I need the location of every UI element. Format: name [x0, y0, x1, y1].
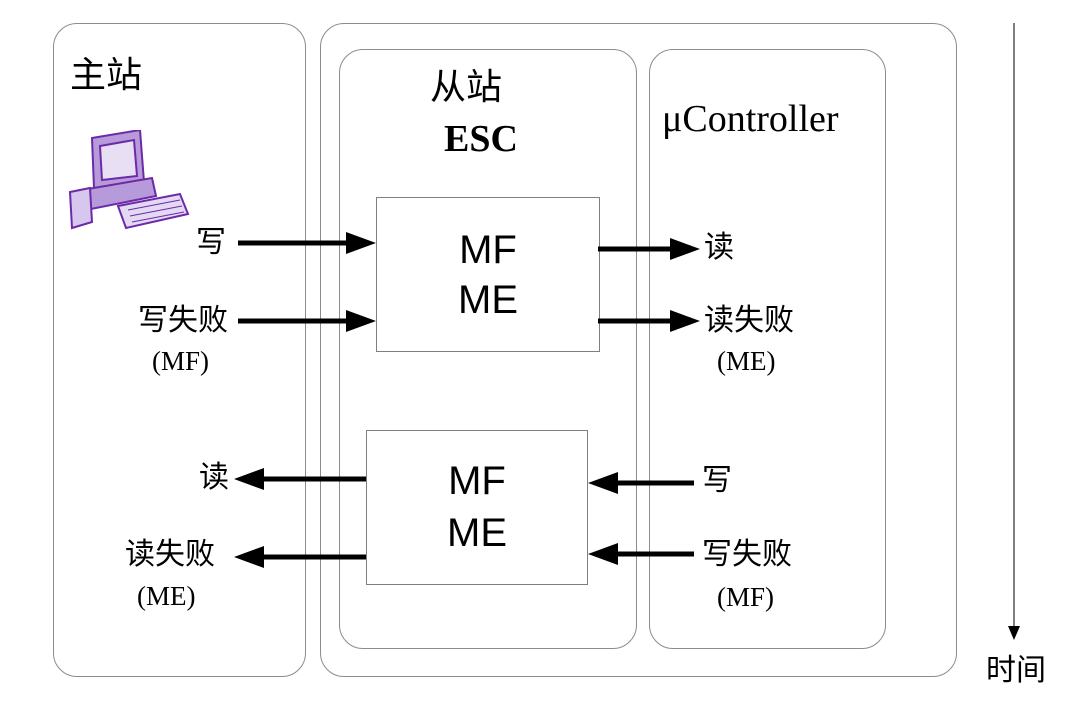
label-master-read-fail-code: (ME): [137, 581, 196, 611]
controller-title: μController: [662, 98, 839, 140]
arrow-ctrl-read: [598, 238, 700, 260]
outer-panel: [320, 23, 957, 677]
arrow-master-write-fail: [238, 310, 376, 332]
label-master-write-fail-code: (MF): [152, 346, 210, 376]
arrow-ctrl-write: [588, 472, 694, 494]
arrow-ctrl-read-fail: [598, 310, 700, 332]
mailbox-bottom-mf: MF: [448, 459, 506, 503]
mailbox-bottom: MF ME: [366, 430, 588, 585]
computer-icon: [68, 130, 190, 230]
slave-title: 从站: [430, 67, 503, 108]
label-master-read-fail: 读失败: [125, 537, 215, 572]
master-title: 主站: [70, 55, 143, 96]
slave-subtitle: ESC: [444, 118, 518, 160]
time-arrow: [1008, 23, 1020, 640]
mailbox-top: MF ME: [376, 197, 600, 352]
slave-esc-panel: [339, 49, 637, 649]
label-ctrl-write-fail-code: (MF): [717, 582, 775, 612]
mailbox-top-me: ME: [458, 278, 518, 322]
controller-panel: [649, 49, 886, 649]
mailbox-bottom-me: ME: [447, 511, 507, 555]
arrow-ctrl-write-fail: [588, 543, 694, 565]
arrow-master-write: [238, 232, 376, 254]
mailbox-top-mf: MF: [459, 228, 517, 272]
label-ctrl-read: 读: [704, 230, 734, 265]
label-ctrl-write-fail: 写失败: [702, 537, 792, 572]
label-master-write-fail: 写失败: [138, 303, 228, 338]
label-master-read: 读: [199, 460, 229, 495]
label-master-write: 写: [196, 225, 226, 260]
time-label: 时间: [986, 653, 1046, 688]
label-ctrl-write: 写: [702, 463, 732, 498]
arrow-master-read-fail: [234, 546, 366, 568]
arrow-master-read: [234, 468, 366, 490]
master-panel: [53, 23, 306, 677]
label-ctrl-read-fail-code: (ME): [717, 346, 776, 376]
label-ctrl-read-fail: 读失败: [704, 303, 794, 338]
